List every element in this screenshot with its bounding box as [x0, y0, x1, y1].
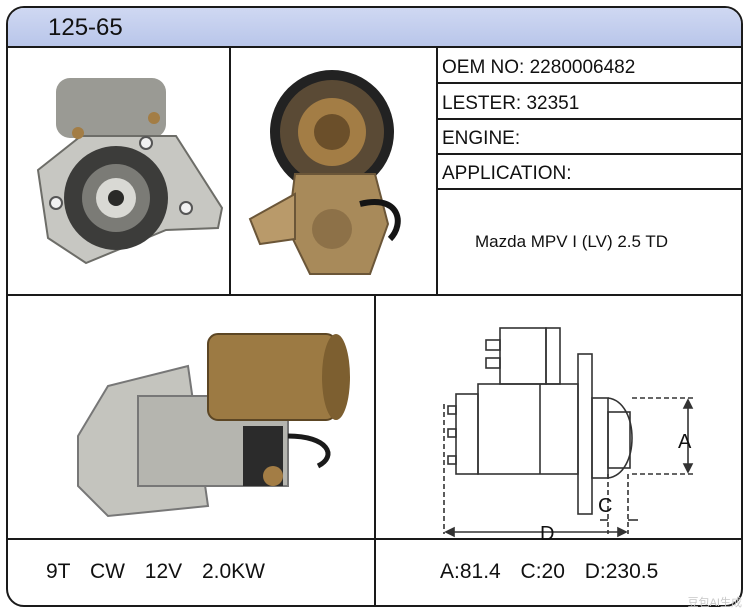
- model-number: 125-65: [48, 14, 123, 41]
- application-value: Mazda MPV I (LV) 2.5 TD: [475, 232, 669, 251]
- starter-side-photo: [77, 333, 350, 518]
- dimension-values: A:81.4 C:20 D:230.5: [440, 560, 659, 583]
- dimension-a-label: A: [678, 431, 692, 453]
- electrical-specs: 9T CW 12V 2.0KW: [46, 560, 266, 583]
- dimension-diagram: A C D: [443, 327, 694, 544]
- starter-rear-photo: [248, 70, 401, 275]
- starter-front-photo: [36, 78, 224, 265]
- divider: [374, 296, 376, 605]
- divider: [229, 46, 231, 294]
- oem-number: OEM NO: 2280006482: [442, 57, 636, 78]
- application-label: APPLICATION:: [442, 163, 572, 184]
- divider: [438, 153, 741, 155]
- watermark: 豆包AI生成: [687, 597, 742, 609]
- divider: [436, 46, 438, 294]
- divider: [8, 294, 741, 296]
- dimension-d-label: D: [540, 523, 554, 544]
- engine-label: ENGINE:: [442, 128, 521, 149]
- divider: [438, 188, 741, 190]
- dimension-c-label: C: [598, 495, 612, 517]
- divider: [438, 82, 741, 84]
- divider: [438, 118, 741, 120]
- spec-sheet: 125-65 OEM NO: 2280006482 LESTER: 32351 …: [6, 6, 743, 607]
- header-bar: 125-65: [8, 8, 741, 48]
- lester-number: LESTER: 32351: [442, 93, 580, 114]
